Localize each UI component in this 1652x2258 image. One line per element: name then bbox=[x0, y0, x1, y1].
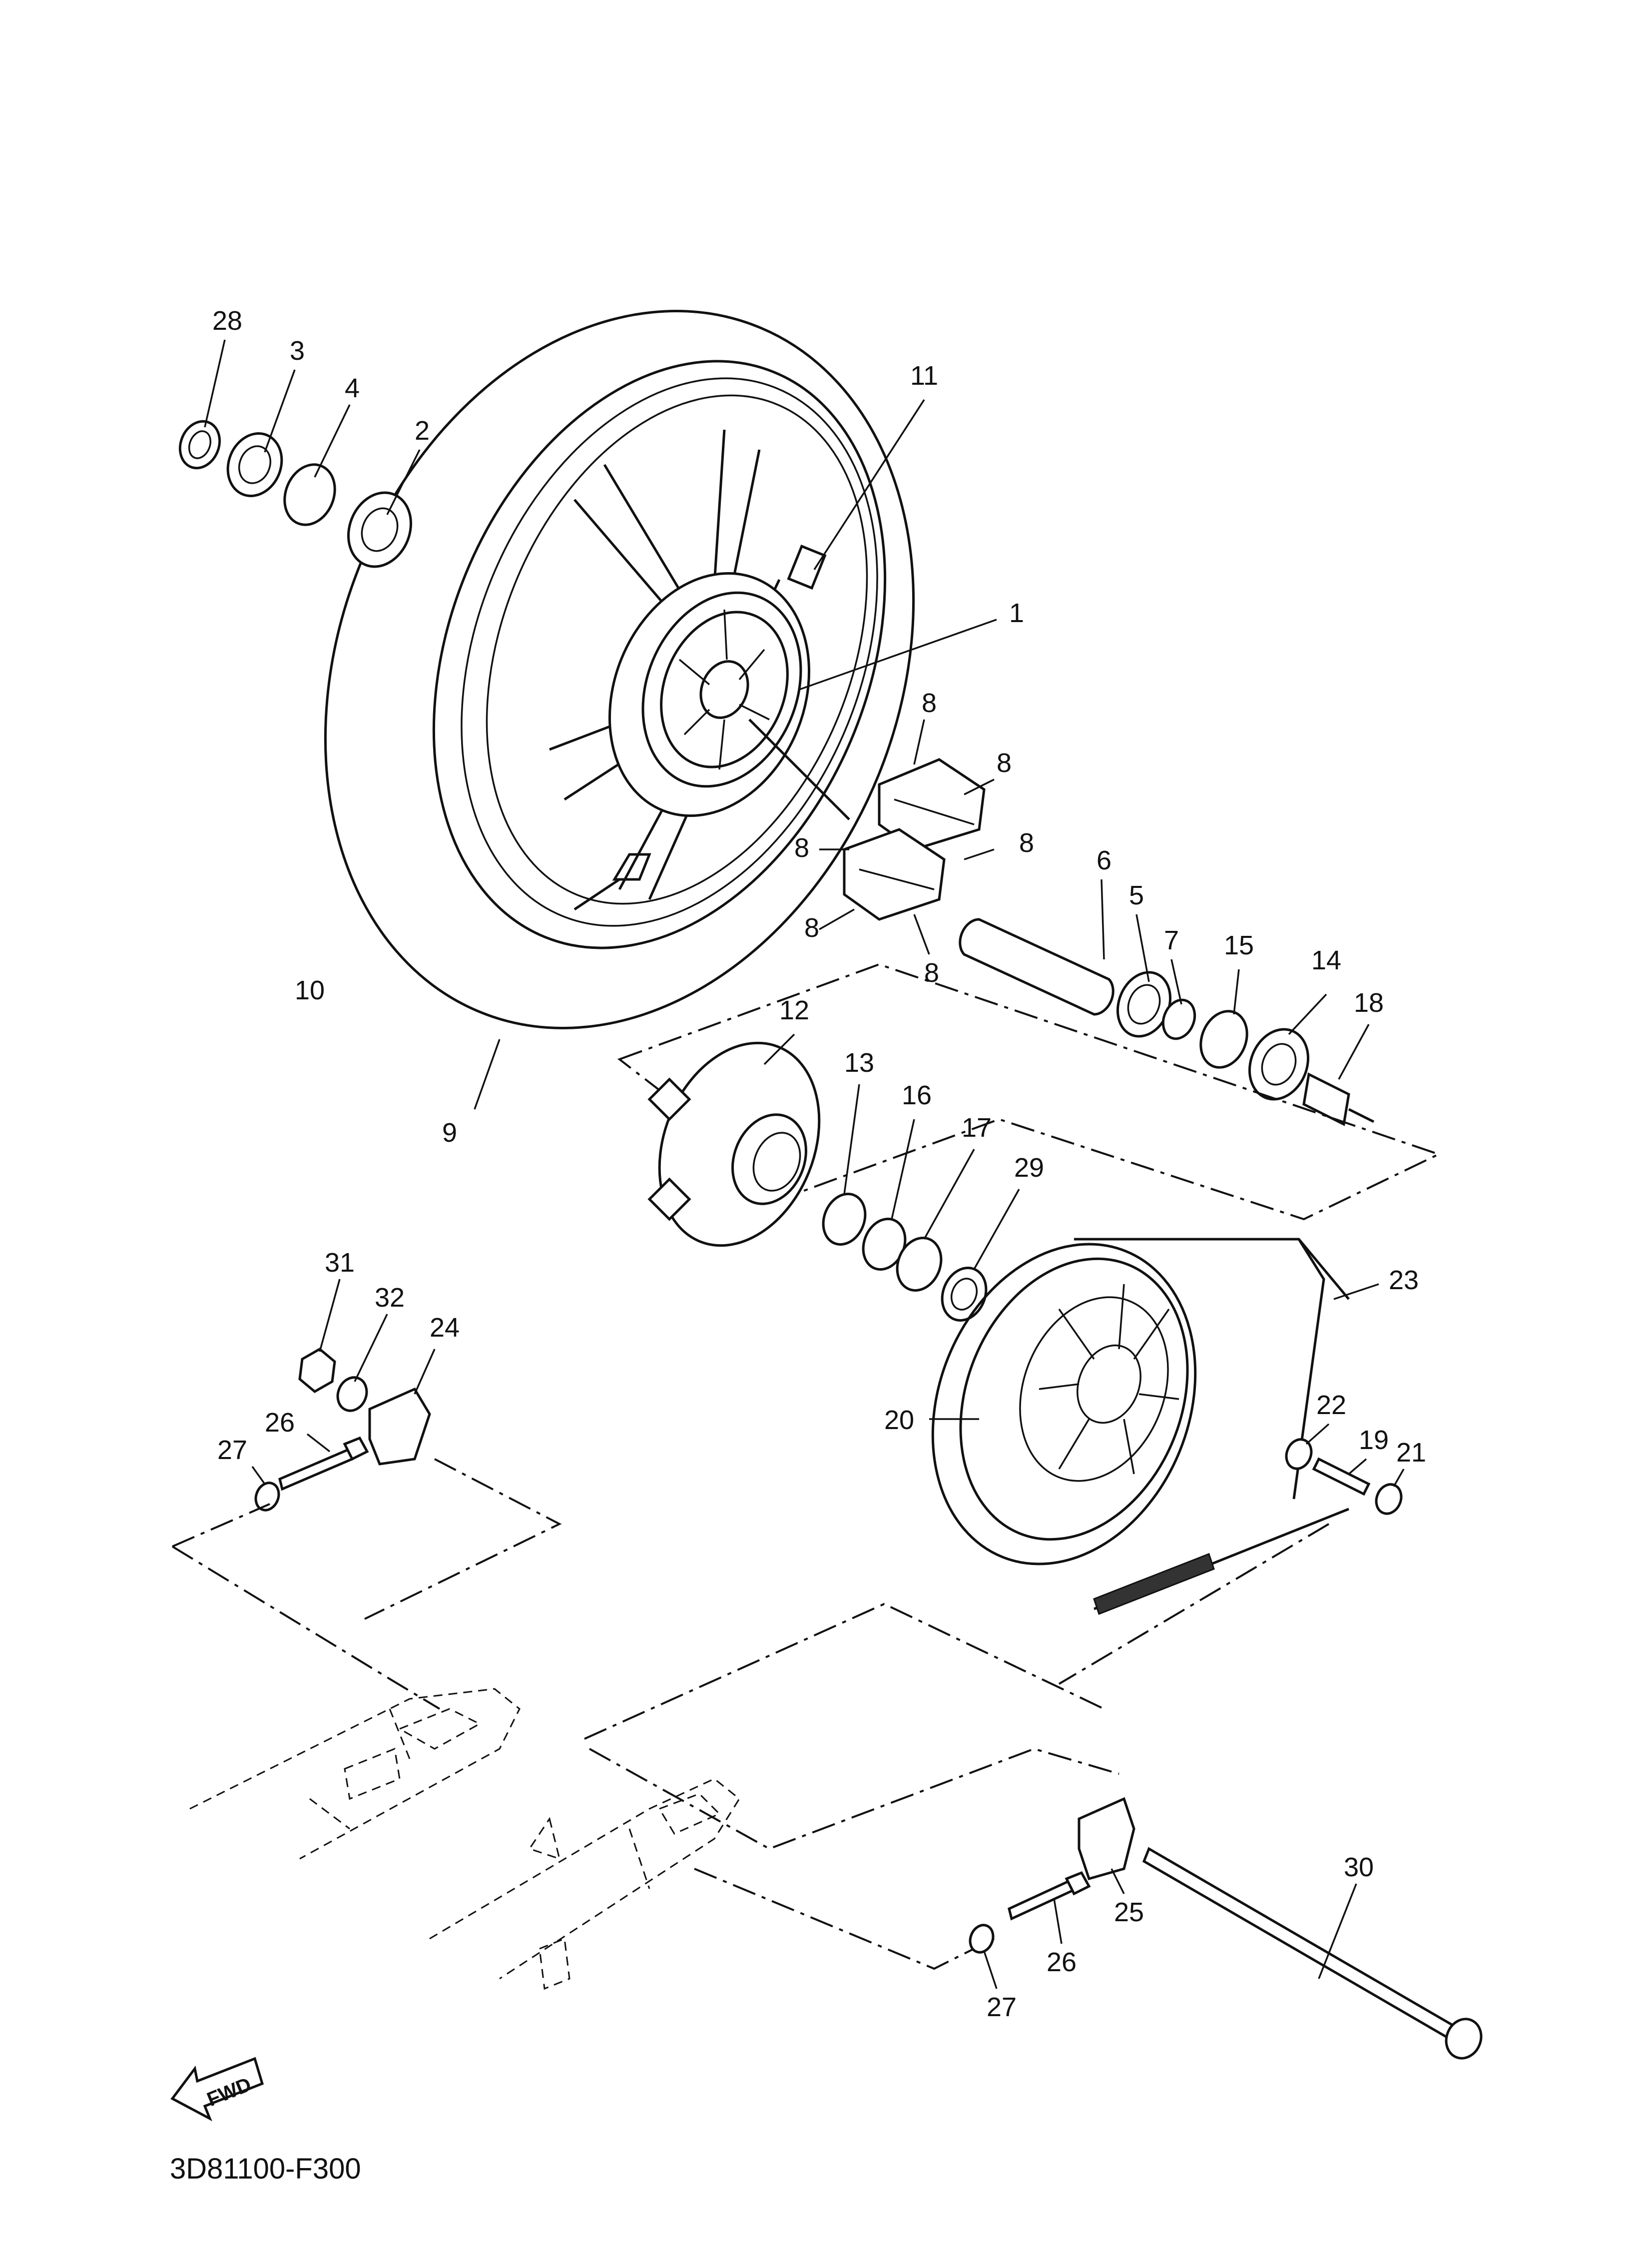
pulley-and-belt bbox=[931, 1238, 1350, 1615]
assembly-outline-lower-right bbox=[584, 1523, 1330, 1970]
clutch-hub-set bbox=[647, 1041, 988, 1322]
callout-6: 6 bbox=[1097, 845, 1111, 875]
left-adjuster-set bbox=[254, 1347, 431, 1511]
callout-32: 32 bbox=[375, 1283, 405, 1313]
callout-27-right: 27 bbox=[987, 1992, 1017, 2022]
swingarm-right bbox=[429, 1778, 740, 1990]
callout-12: 12 bbox=[779, 995, 809, 1025]
callout-11: 11 bbox=[910, 361, 938, 391]
callout-13: 13 bbox=[844, 1048, 874, 1078]
damper-set bbox=[748, 719, 986, 921]
diagram-code: 3D81100-F300 bbox=[170, 2153, 361, 2185]
callout-16: 16 bbox=[902, 1080, 932, 1110]
left-bearing-set bbox=[178, 420, 412, 568]
callout-15: 15 bbox=[1224, 930, 1254, 960]
assembly-outline-lower-left bbox=[171, 1458, 562, 1710]
pulley-bolt-set bbox=[1285, 1438, 1403, 1515]
callout-8-lower-left: 8 bbox=[804, 913, 819, 943]
callout-24: 24 bbox=[430, 1313, 460, 1343]
callout-2: 2 bbox=[415, 416, 430, 446]
callout-labels: 1 2 3 4 5 6 7 8 8 8 8 8 8 9 10 11 12 13 … bbox=[212, 306, 1426, 2022]
callout-28: 28 bbox=[212, 306, 242, 336]
callout-25: 25 bbox=[1114, 1897, 1144, 1927]
callout-18: 18 bbox=[1354, 988, 1384, 1018]
swingarm-left bbox=[189, 1688, 521, 1860]
callout-5: 5 bbox=[1129, 880, 1144, 910]
callout-19: 19 bbox=[1359, 1425, 1389, 1455]
callout-7: 7 bbox=[1164, 925, 1179, 955]
callout-31: 31 bbox=[325, 1248, 355, 1278]
callout-14: 14 bbox=[1311, 945, 1341, 975]
collar-and-bearing-set bbox=[959, 918, 1375, 1126]
callout-23: 23 bbox=[1389, 1265, 1419, 1295]
callout-8-upper-right: 8 bbox=[997, 748, 1012, 778]
callout-8-top: 8 bbox=[922, 688, 937, 718]
callout-22: 22 bbox=[1316, 1390, 1346, 1420]
callout-8-bottom: 8 bbox=[924, 958, 939, 988]
callout-26-left: 26 bbox=[265, 1408, 295, 1438]
callout-10: 10 bbox=[295, 975, 325, 1005]
callout-30: 30 bbox=[1344, 1852, 1374, 1882]
callout-8-right: 8 bbox=[1019, 828, 1034, 858]
callout-9: 9 bbox=[442, 1118, 457, 1148]
callout-29: 29 bbox=[1014, 1153, 1044, 1183]
callout-1: 1 bbox=[1009, 598, 1024, 628]
callout-4: 4 bbox=[345, 373, 360, 403]
callout-20: 20 bbox=[884, 1405, 914, 1435]
right-adjuster-set bbox=[969, 1797, 1483, 2060]
leader-lines bbox=[204, 339, 1405, 1989]
rear-wheel-assembly bbox=[324, 310, 915, 1029]
callout-27-left: 27 bbox=[217, 1435, 247, 1465]
callout-3: 3 bbox=[290, 336, 305, 366]
callout-26-right: 26 bbox=[1047, 1947, 1077, 1977]
callout-8-left: 8 bbox=[794, 833, 809, 863]
callout-21: 21 bbox=[1396, 1438, 1426, 1468]
fwd-arrow-icon: FWD bbox=[170, 2057, 264, 2122]
callout-17: 17 bbox=[962, 1113, 992, 1143]
